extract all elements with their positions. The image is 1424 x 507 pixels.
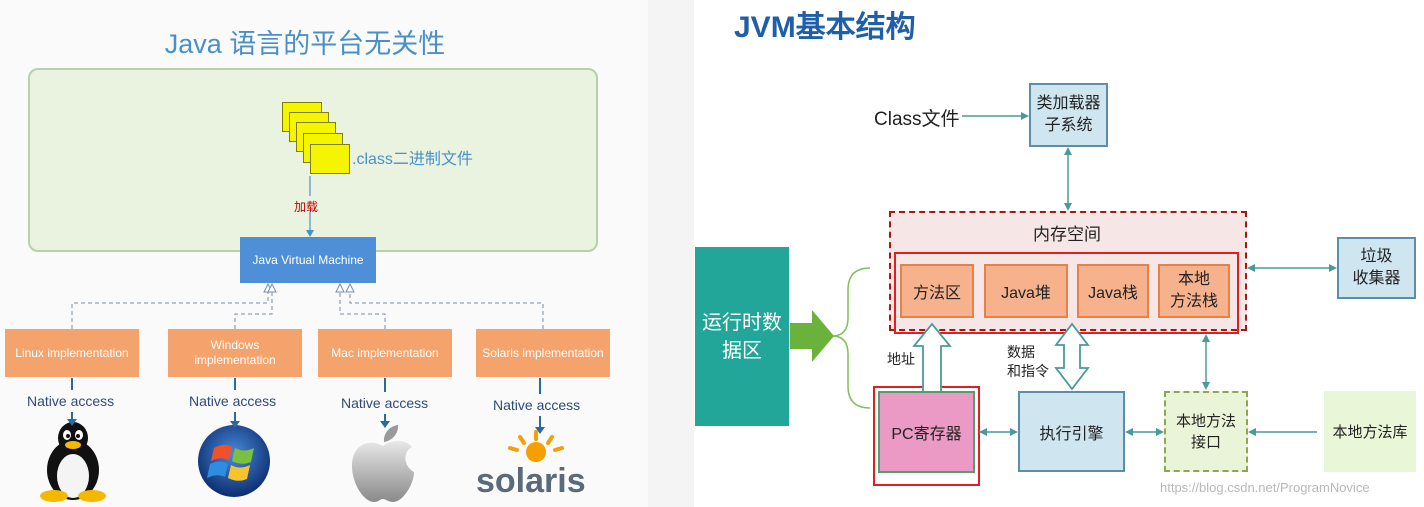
native-library-box: 本地方法库: [1324, 391, 1416, 472]
load-label: 加载: [294, 200, 319, 214]
native-method-stack-box: 本地 方法栈: [1158, 264, 1230, 318]
linux-penguin-icon: [40, 422, 106, 502]
native-interface-box: 本地方法 接口: [1164, 391, 1248, 472]
class-file-label: .class二进制文件: [352, 151, 473, 168]
impl-windows: Windows implementation: [168, 329, 302, 377]
class-files-icon: [282, 102, 352, 178]
execution-engine-box: 执行引擎: [1018, 391, 1125, 472]
class-file-text: Class文件: [874, 109, 960, 130]
native-access-solaris: Native access: [493, 397, 581, 413]
runtime-data-area-box: 运行时数 据区: [695, 247, 789, 426]
data-instruction-label: 数据 和指令: [1007, 344, 1049, 379]
class-loader-box: 类加载器 子系统: [1029, 83, 1108, 147]
left-diagram-title: Java 语言的平台无关性: [164, 29, 446, 59]
garbage-collector-box: 垃圾 收集器: [1337, 237, 1416, 299]
impl-solaris: Solaris implementation: [476, 329, 610, 377]
right-diagram-title: JVM基本结构: [734, 11, 916, 44]
native-access-mac: Native access: [341, 395, 429, 411]
solaris-logo-text: solaris: [476, 462, 586, 500]
native-access-linux: Native access: [27, 393, 115, 409]
java-stack-box: Java栈: [1077, 264, 1149, 318]
native-access-windows: Native access: [189, 393, 277, 409]
memory-space-label: 内存空间: [1033, 225, 1101, 244]
apple-logo-icon: [352, 425, 414, 502]
pc-register-box: PC寄存器: [878, 391, 975, 473]
solaris-logo-icon: solaris: [476, 430, 586, 500]
panel-divider: [648, 0, 694, 507]
method-area-box: 方法区: [900, 264, 974, 318]
watermark: https://blog.csdn.net/ProgramNovice: [1160, 480, 1370, 495]
windows-logo-icon: [198, 425, 270, 497]
impl-linux: Linux implementation: [5, 329, 139, 377]
impl-mac: Mac implementation: [318, 329, 452, 377]
jvm-box: Java Virtual Machine: [240, 237, 376, 283]
java-heap-box: Java堆: [984, 264, 1068, 318]
address-label: 地址: [887, 351, 915, 367]
